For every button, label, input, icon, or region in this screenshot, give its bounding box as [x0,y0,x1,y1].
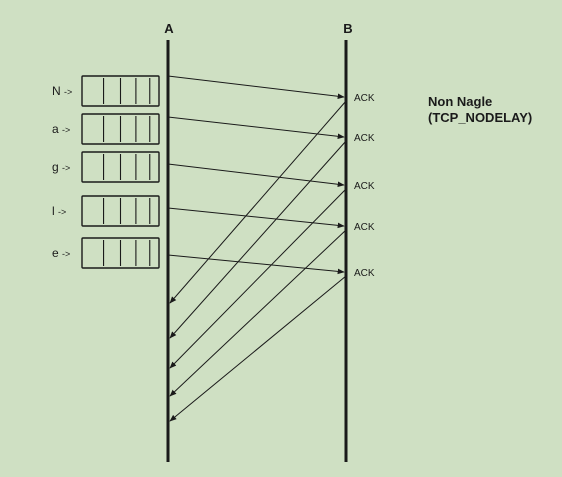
send-buffer-box [81,113,160,145]
data-segment-arrow [167,163,345,188]
segment-char-label: e -> [52,246,70,260]
data-segment-arrow [167,207,345,229]
ack-return-arrow [169,140,347,339]
segment-arrow-glyph: -> [58,207,66,217]
segment-char: N [52,84,64,98]
note-line-1: Non Nagle [428,94,492,109]
ack-return-arrow [169,188,347,369]
segment-arrow-glyph: -> [62,125,70,135]
node-label-a: A [164,21,174,36]
segment-arrow-glyph: -> [62,249,70,259]
ack-label: ACK [354,222,375,233]
data-segment-arrow [167,116,345,140]
send-buffer-box [81,151,160,183]
ack-label: ACK [354,93,375,104]
ack-return-arrow [169,275,347,422]
segments-layer: N -> ACK a -> ACK g -> ACK l -> ACK e -> ACK [52,75,375,422]
send-buffer-box [81,195,160,227]
segment-char: l [52,204,58,218]
node-label-b: B [343,21,352,36]
ack-label: ACK [354,133,375,144]
segment-char-label: g -> [52,160,70,174]
segment-char-label: l -> [52,204,66,218]
ack-return-arrow [169,229,347,397]
ack-return-arrow [169,100,347,304]
send-buffer-box [81,237,160,269]
segment-char: e [52,246,62,260]
segment-char: a [52,122,62,136]
ack-label: ACK [354,268,375,279]
data-segment-arrow [167,75,345,100]
segment-char-label: a -> [52,122,70,136]
ack-label: ACK [354,181,375,192]
segment-char-label: N -> [52,84,72,98]
segment-arrow-glyph: -> [62,163,70,173]
segment-char: g [52,160,62,174]
send-buffer-box [81,75,160,107]
data-segment-arrow [167,254,345,275]
note-line-2: (TCP_NODELAY) [428,110,532,125]
segment-arrow-glyph: -> [64,87,72,97]
